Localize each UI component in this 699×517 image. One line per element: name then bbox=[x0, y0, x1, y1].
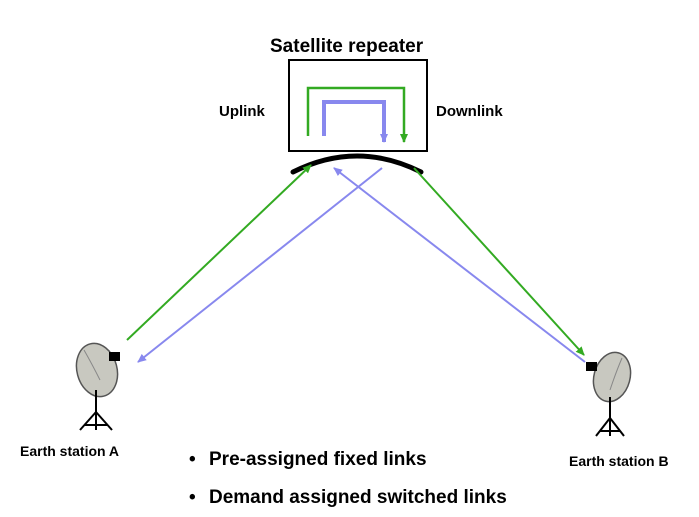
uplink-label: Uplink bbox=[219, 103, 265, 120]
uplink-a-green bbox=[126, 164, 312, 341]
repeater-box bbox=[288, 59, 428, 152]
downlink-label: Downlink bbox=[436, 103, 503, 120]
bullet-item: • Demand assigned switched links bbox=[189, 487, 507, 509]
green-repeater-loop bbox=[306, 86, 408, 143]
earth-station-a-label: Earth station A bbox=[20, 443, 120, 459]
bullet-text: Demand assigned switched links bbox=[209, 487, 507, 508]
bullet-dot: • bbox=[189, 487, 196, 508]
bullet-dot: • bbox=[189, 449, 196, 470]
earth-station-b-dish-icon bbox=[586, 351, 632, 437]
bullet-text: Pre-assigned fixed links bbox=[209, 449, 427, 470]
downlink-a-blue bbox=[137, 167, 383, 363]
bullet-item: • Pre-assigned fixed links bbox=[189, 449, 427, 471]
uplink-b-blue bbox=[333, 167, 586, 363]
satellite-antenna-arc bbox=[290, 153, 424, 175]
blue-repeater-loop bbox=[322, 100, 388, 143]
earth-station-a-dish-icon bbox=[75, 342, 120, 431]
downlink-b-green bbox=[413, 167, 585, 356]
satellite-repeater-title: Satellite repeater bbox=[270, 36, 424, 57]
earth-station-b-label: Earth station B bbox=[569, 453, 669, 469]
